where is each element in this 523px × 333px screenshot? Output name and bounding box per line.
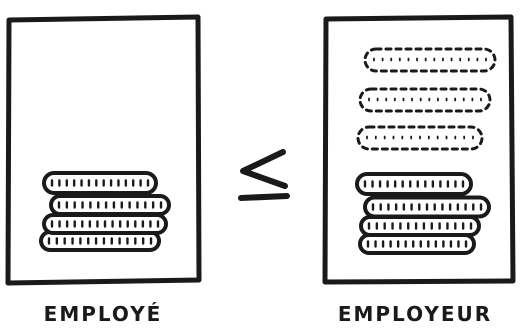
employer-coin xyxy=(363,195,491,219)
employee-coin xyxy=(49,194,171,216)
employee-coin-stack xyxy=(39,171,171,252)
employer-dashed-coin xyxy=(358,87,492,113)
employee-caption: EMPLOYÉ xyxy=(43,302,163,326)
employee-coin xyxy=(42,213,168,235)
employee-frame xyxy=(5,14,202,286)
employer-coin xyxy=(359,215,481,237)
employer-dashed-coin xyxy=(363,47,497,73)
employer-coin xyxy=(355,172,473,196)
less-than-or-equal-symbol xyxy=(238,149,290,201)
employer-coin xyxy=(358,233,476,255)
employer-dashed-coins xyxy=(356,47,497,151)
employer-caption: EMPLOYEUR xyxy=(337,302,493,326)
employer-coin-stack xyxy=(355,172,491,255)
employer-dashed-coin xyxy=(356,125,484,151)
employer-frame xyxy=(322,14,516,285)
employee-coin xyxy=(42,171,158,195)
